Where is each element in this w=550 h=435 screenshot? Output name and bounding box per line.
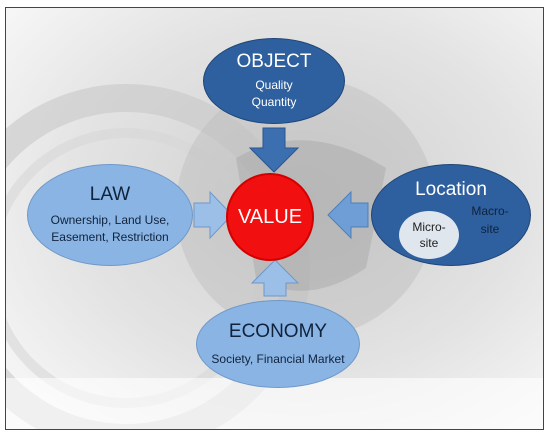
- location-title: Location: [415, 179, 487, 200]
- macro-line-1: Macro-: [471, 204, 509, 218]
- economy-node: ECONOMY Society, Financial Market: [196, 300, 360, 388]
- location-micro-site: Micro- site: [399, 211, 459, 259]
- object-line-2: Quantity: [251, 95, 297, 109]
- law-line-2: Easement, Restriction: [51, 230, 169, 244]
- macro-line-2: site: [480, 222, 500, 236]
- location-node: Location: [371, 164, 531, 266]
- law-title: LAW: [89, 184, 131, 205]
- economy-title: ECONOMY: [228, 320, 328, 342]
- value-label: VALUE: [237, 205, 303, 228]
- micro-line-2: site: [419, 236, 439, 250]
- object-title: OBJECT: [236, 51, 312, 72]
- object-line-1: Quality: [255, 78, 293, 92]
- micro-line-1: Micro-: [412, 220, 446, 234]
- economy-line-1: Society, Financial Market: [211, 351, 345, 366]
- law-node: LAW Ownership, Land Use, Easement, Restr…: [27, 164, 193, 266]
- value-node: VALUE: [226, 173, 314, 261]
- law-line-1: Ownership, Land Use,: [50, 213, 170, 227]
- location-macro-site: Macro- site: [470, 202, 510, 238]
- object-node: OBJECT Quality Quantity: [203, 38, 345, 124]
